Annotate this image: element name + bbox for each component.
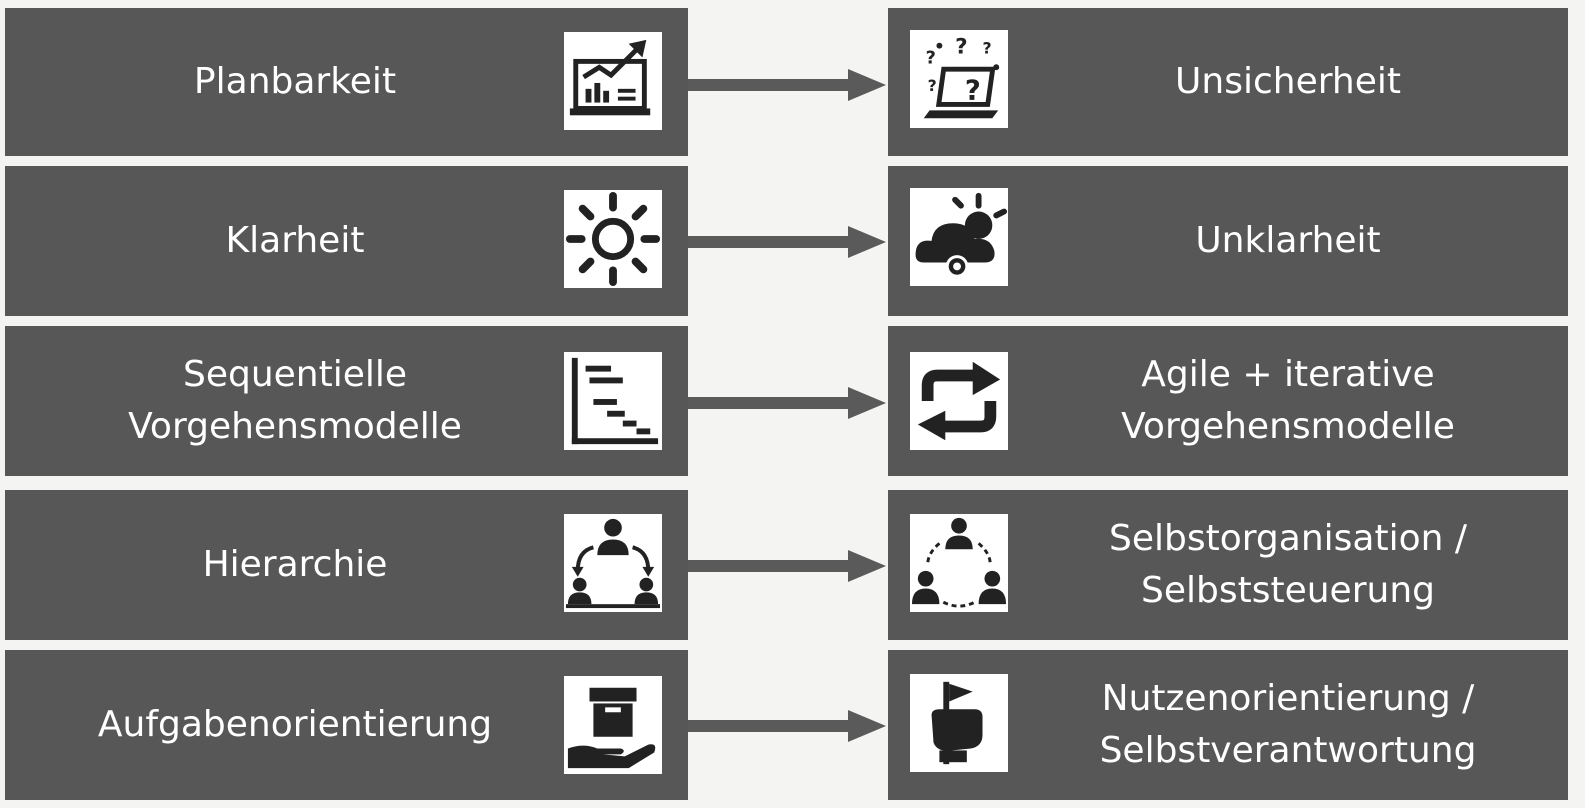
agile-label: Agile + iterative Vorgehensmodelle [1008, 326, 1568, 476]
label-line-2: Selbststeuerung [1141, 570, 1435, 611]
agile-label: Selbstorganisation / Selbststeuerung [1008, 490, 1568, 640]
agile-label: Unsicherheit [1008, 8, 1568, 156]
traditional-box: Planbarkeit [5, 8, 688, 156]
sun-icon [564, 190, 662, 288]
agile-box: Unklarheit [888, 166, 1568, 316]
label-line-1: Agile + iterative [1141, 353, 1435, 395]
label-line-1: Aufgabenorientierung [97, 703, 493, 745]
traditional-box: Klarheit [5, 166, 688, 316]
agile-box: ? ? ? ? ? Unsicherheit [888, 8, 1568, 156]
label-line-2: Selbstverantwortung [1099, 730, 1477, 771]
gantt-chart-icon [564, 352, 662, 450]
label-line-1: Hierarchie [202, 543, 388, 585]
label-line-1: Klarheit [225, 219, 365, 261]
circle-people-icon [910, 514, 1008, 612]
label-line-1: Unklarheit [1195, 219, 1381, 261]
label-line-1: Unsicherheit [1175, 60, 1401, 102]
traditional-label: Klarheit [5, 166, 585, 316]
svg-text:?: ? [926, 48, 936, 68]
traditional-label: Sequentielle Vorgehensmodelle [5, 326, 585, 476]
transition-arrow [688, 67, 888, 103]
label-line-1: Nutzenorientierung / [1101, 677, 1475, 719]
label-line-2: Vorgehensmodelle [1121, 406, 1455, 447]
svg-text:?: ? [928, 76, 937, 95]
transition-row-1: Planbarkeit [0, 8, 1585, 156]
transition-arrow [688, 548, 888, 584]
cycle-arrows-icon [910, 352, 1008, 450]
label-line-2: Vorgehensmodelle [128, 406, 462, 447]
agile-box: Agile + iterative Vorgehensmodelle [888, 326, 1568, 476]
agile-label: Nutzenorientierung / Selbstverantwortung [1008, 650, 1568, 800]
chart-growth-icon [564, 32, 662, 130]
traditional-box: Aufgabenorientierung [5, 650, 688, 800]
laptop-question-icon: ? ? ? ? ? [910, 30, 1008, 128]
transition-row-3: Sequentielle Vorgehensmodelle [0, 326, 1585, 476]
label-line-1: Sequentielle [182, 353, 408, 395]
traditional-box: Hierarchie [5, 490, 688, 640]
traditional-box: Sequentielle Vorgehensmodelle [5, 326, 688, 476]
transition-row-2: Klarheit [0, 166, 1585, 316]
label-line-1: Selbstorganisation / [1109, 517, 1467, 559]
agile-box: Selbstorganisation / Selbststeuerung [888, 490, 1568, 640]
box-hand-icon [564, 676, 662, 774]
traditional-label: Aufgabenorientierung [5, 650, 585, 800]
traditional-label: Hierarchie [5, 490, 585, 640]
svg-text:?: ? [965, 76, 981, 107]
transition-arrow [688, 224, 888, 260]
hierarchy-people-icon [564, 514, 662, 612]
traditional-label: Planbarkeit [5, 8, 585, 156]
label-line-1: Planbarkeit [193, 60, 397, 102]
agile-label: Unklarheit [1008, 166, 1568, 316]
svg-text:?: ? [983, 39, 992, 58]
transition-row-5: Aufgabenorientierung [0, 650, 1585, 800]
transition-row-4: Hierarchie [0, 490, 1585, 640]
svg-text:?: ? [955, 35, 968, 60]
agile-box: Nutzenorientierung / Selbstverantwortung [888, 650, 1568, 800]
cloud-sun-icon [910, 188, 1008, 286]
transition-arrow [688, 708, 888, 744]
transition-arrow [688, 385, 888, 421]
hand-flag-icon [910, 674, 1008, 772]
